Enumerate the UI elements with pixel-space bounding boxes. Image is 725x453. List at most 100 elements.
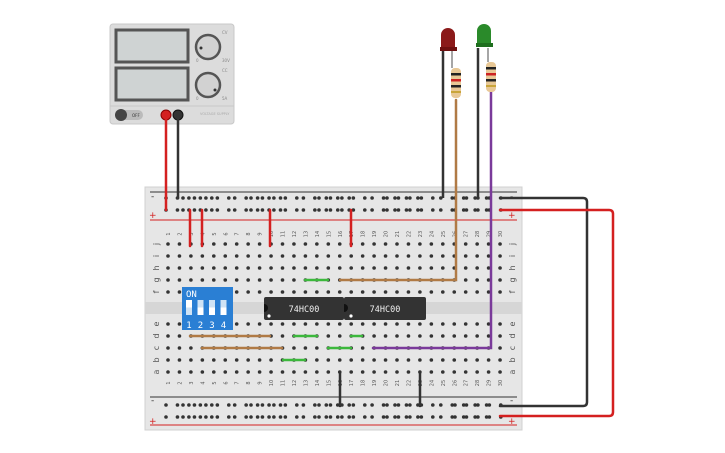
- breadboard-hole[interactable]: [246, 278, 250, 282]
- breadboard-hole[interactable]: [166, 370, 170, 374]
- breadboard-hole[interactable]: [463, 370, 468, 374]
- rail-hole[interactable]: [351, 208, 356, 212]
- breadboard-hole[interactable]: [475, 278, 479, 282]
- rail-hole[interactable]: [232, 403, 237, 407]
- rail-hole[interactable]: [249, 196, 253, 200]
- breadboard-hole[interactable]: [166, 254, 170, 258]
- rail-hole[interactable]: [272, 415, 276, 419]
- breadboard-hole[interactable]: [486, 290, 491, 294]
- breadboard-hole[interactable]: [166, 278, 170, 282]
- rail-hole[interactable]: [381, 196, 386, 200]
- breadboard-hole[interactable]: [406, 242, 411, 246]
- breadboard-hole[interactable]: [418, 254, 422, 258]
- rail-hole[interactable]: [476, 403, 480, 407]
- breadboard-hole[interactable]: [337, 358, 342, 362]
- rail-hole[interactable]: [351, 415, 356, 419]
- breadboard-hole[interactable]: [303, 290, 308, 294]
- breadboard-hole[interactable]: [177, 370, 182, 374]
- rail-hole[interactable]: [347, 403, 352, 407]
- rail-hole[interactable]: [393, 403, 397, 407]
- rail-hole[interactable]: [461, 208, 466, 212]
- breadboard-hole[interactable]: [498, 358, 502, 362]
- rail-hole[interactable]: [192, 403, 197, 407]
- rail-hole[interactable]: [283, 208, 288, 212]
- breadboard-hole[interactable]: [166, 322, 170, 326]
- breadboard-hole[interactable]: [498, 290, 502, 294]
- breadboard-hole[interactable]: [257, 278, 262, 282]
- breadboard-hole[interactable]: [360, 358, 365, 362]
- rail-hole[interactable]: [419, 208, 424, 212]
- breadboard-hole[interactable]: [315, 370, 319, 374]
- rail-hole[interactable]: [278, 196, 283, 200]
- rail-hole[interactable]: [351, 403, 356, 407]
- breadboard-hole[interactable]: [303, 322, 308, 326]
- rail-hole[interactable]: [431, 208, 435, 212]
- rail-hole[interactable]: [295, 208, 299, 212]
- breadboard-hole[interactable]: [475, 334, 479, 338]
- breadboard-hole[interactable]: [234, 278, 239, 282]
- rail-hole[interactable]: [272, 196, 276, 200]
- rail-hole[interactable]: [340, 208, 344, 212]
- breadboard-hole[interactable]: [383, 358, 388, 362]
- rail-hole[interactable]: [396, 196, 401, 200]
- breadboard-hole[interactable]: [475, 370, 479, 374]
- breadboard-hole[interactable]: [189, 254, 193, 258]
- rail-hole[interactable]: [450, 415, 455, 419]
- breadboard-hole[interactable]: [269, 278, 273, 282]
- breadboard-hole[interactable]: [166, 358, 170, 362]
- breadboard-hole[interactable]: [303, 266, 308, 270]
- wire-brown-led1[interactable]: [338, 98, 458, 282]
- breadboard-hole[interactable]: [292, 254, 296, 258]
- rail-hole[interactable]: [272, 208, 276, 212]
- breadboard-hole[interactable]: [372, 254, 376, 258]
- rail-hole[interactable]: [249, 415, 253, 419]
- rail-hole[interactable]: [210, 403, 214, 407]
- breadboard-hole[interactable]: [441, 334, 445, 338]
- breadboard-hole[interactable]: [486, 278, 491, 282]
- rail-hole[interactable]: [227, 415, 231, 419]
- breadboard-hole[interactable]: [498, 334, 502, 338]
- breadboard-hole[interactable]: [234, 266, 239, 270]
- breadboard-hole[interactable]: [166, 266, 170, 270]
- breadboard-hole[interactable]: [234, 242, 239, 246]
- breadboard-hole[interactable]: [498, 242, 502, 246]
- breadboard-hole[interactable]: [166, 242, 170, 246]
- breadboard-hole[interactable]: [292, 290, 296, 294]
- rail-hole[interactable]: [328, 196, 333, 200]
- rail-hole[interactable]: [404, 208, 409, 212]
- breadboard-hole[interactable]: [475, 322, 479, 326]
- breadboard-hole[interactable]: [326, 358, 331, 362]
- rail-hole[interactable]: [450, 403, 455, 407]
- breadboard-hole[interactable]: [337, 242, 342, 246]
- breadboard-hole[interactable]: [292, 266, 296, 270]
- breadboard-hole[interactable]: [486, 334, 491, 338]
- breadboard-hole[interactable]: [452, 290, 457, 294]
- breadboard-hole[interactable]: [406, 370, 411, 374]
- rail-hole[interactable]: [317, 403, 321, 407]
- breadboard-hole[interactable]: [337, 334, 342, 338]
- rail-hole[interactable]: [244, 415, 248, 419]
- rail-hole[interactable]: [198, 415, 203, 419]
- breadboard-hole[interactable]: [372, 358, 376, 362]
- rail-hole[interactable]: [244, 403, 248, 407]
- breadboard-hole[interactable]: [486, 242, 491, 246]
- breadboard-hole[interactable]: [257, 358, 262, 362]
- breadboard-hole[interactable]: [269, 370, 273, 374]
- breadboard-hole[interactable]: [452, 334, 457, 338]
- rail-hole[interactable]: [204, 403, 208, 407]
- breadboard-hole[interactable]: [326, 242, 331, 246]
- rail-hole[interactable]: [439, 208, 443, 212]
- breadboard-hole[interactable]: [223, 278, 228, 282]
- rail-hole[interactable]: [381, 415, 386, 419]
- rail-hole[interactable]: [408, 415, 412, 419]
- rail-hole[interactable]: [347, 196, 352, 200]
- breadboard-hole[interactable]: [292, 370, 296, 374]
- breadboard-hole[interactable]: [441, 266, 445, 270]
- rail-hole[interactable]: [227, 208, 231, 212]
- rail-hole[interactable]: [431, 415, 435, 419]
- resistor[interactable]: [486, 62, 496, 92]
- breadboard-hole[interactable]: [280, 290, 285, 294]
- dip-switch-slider[interactable]: [197, 307, 204, 316]
- breadboard-hole[interactable]: [475, 290, 479, 294]
- breadboard-hole[interactable]: [223, 370, 228, 374]
